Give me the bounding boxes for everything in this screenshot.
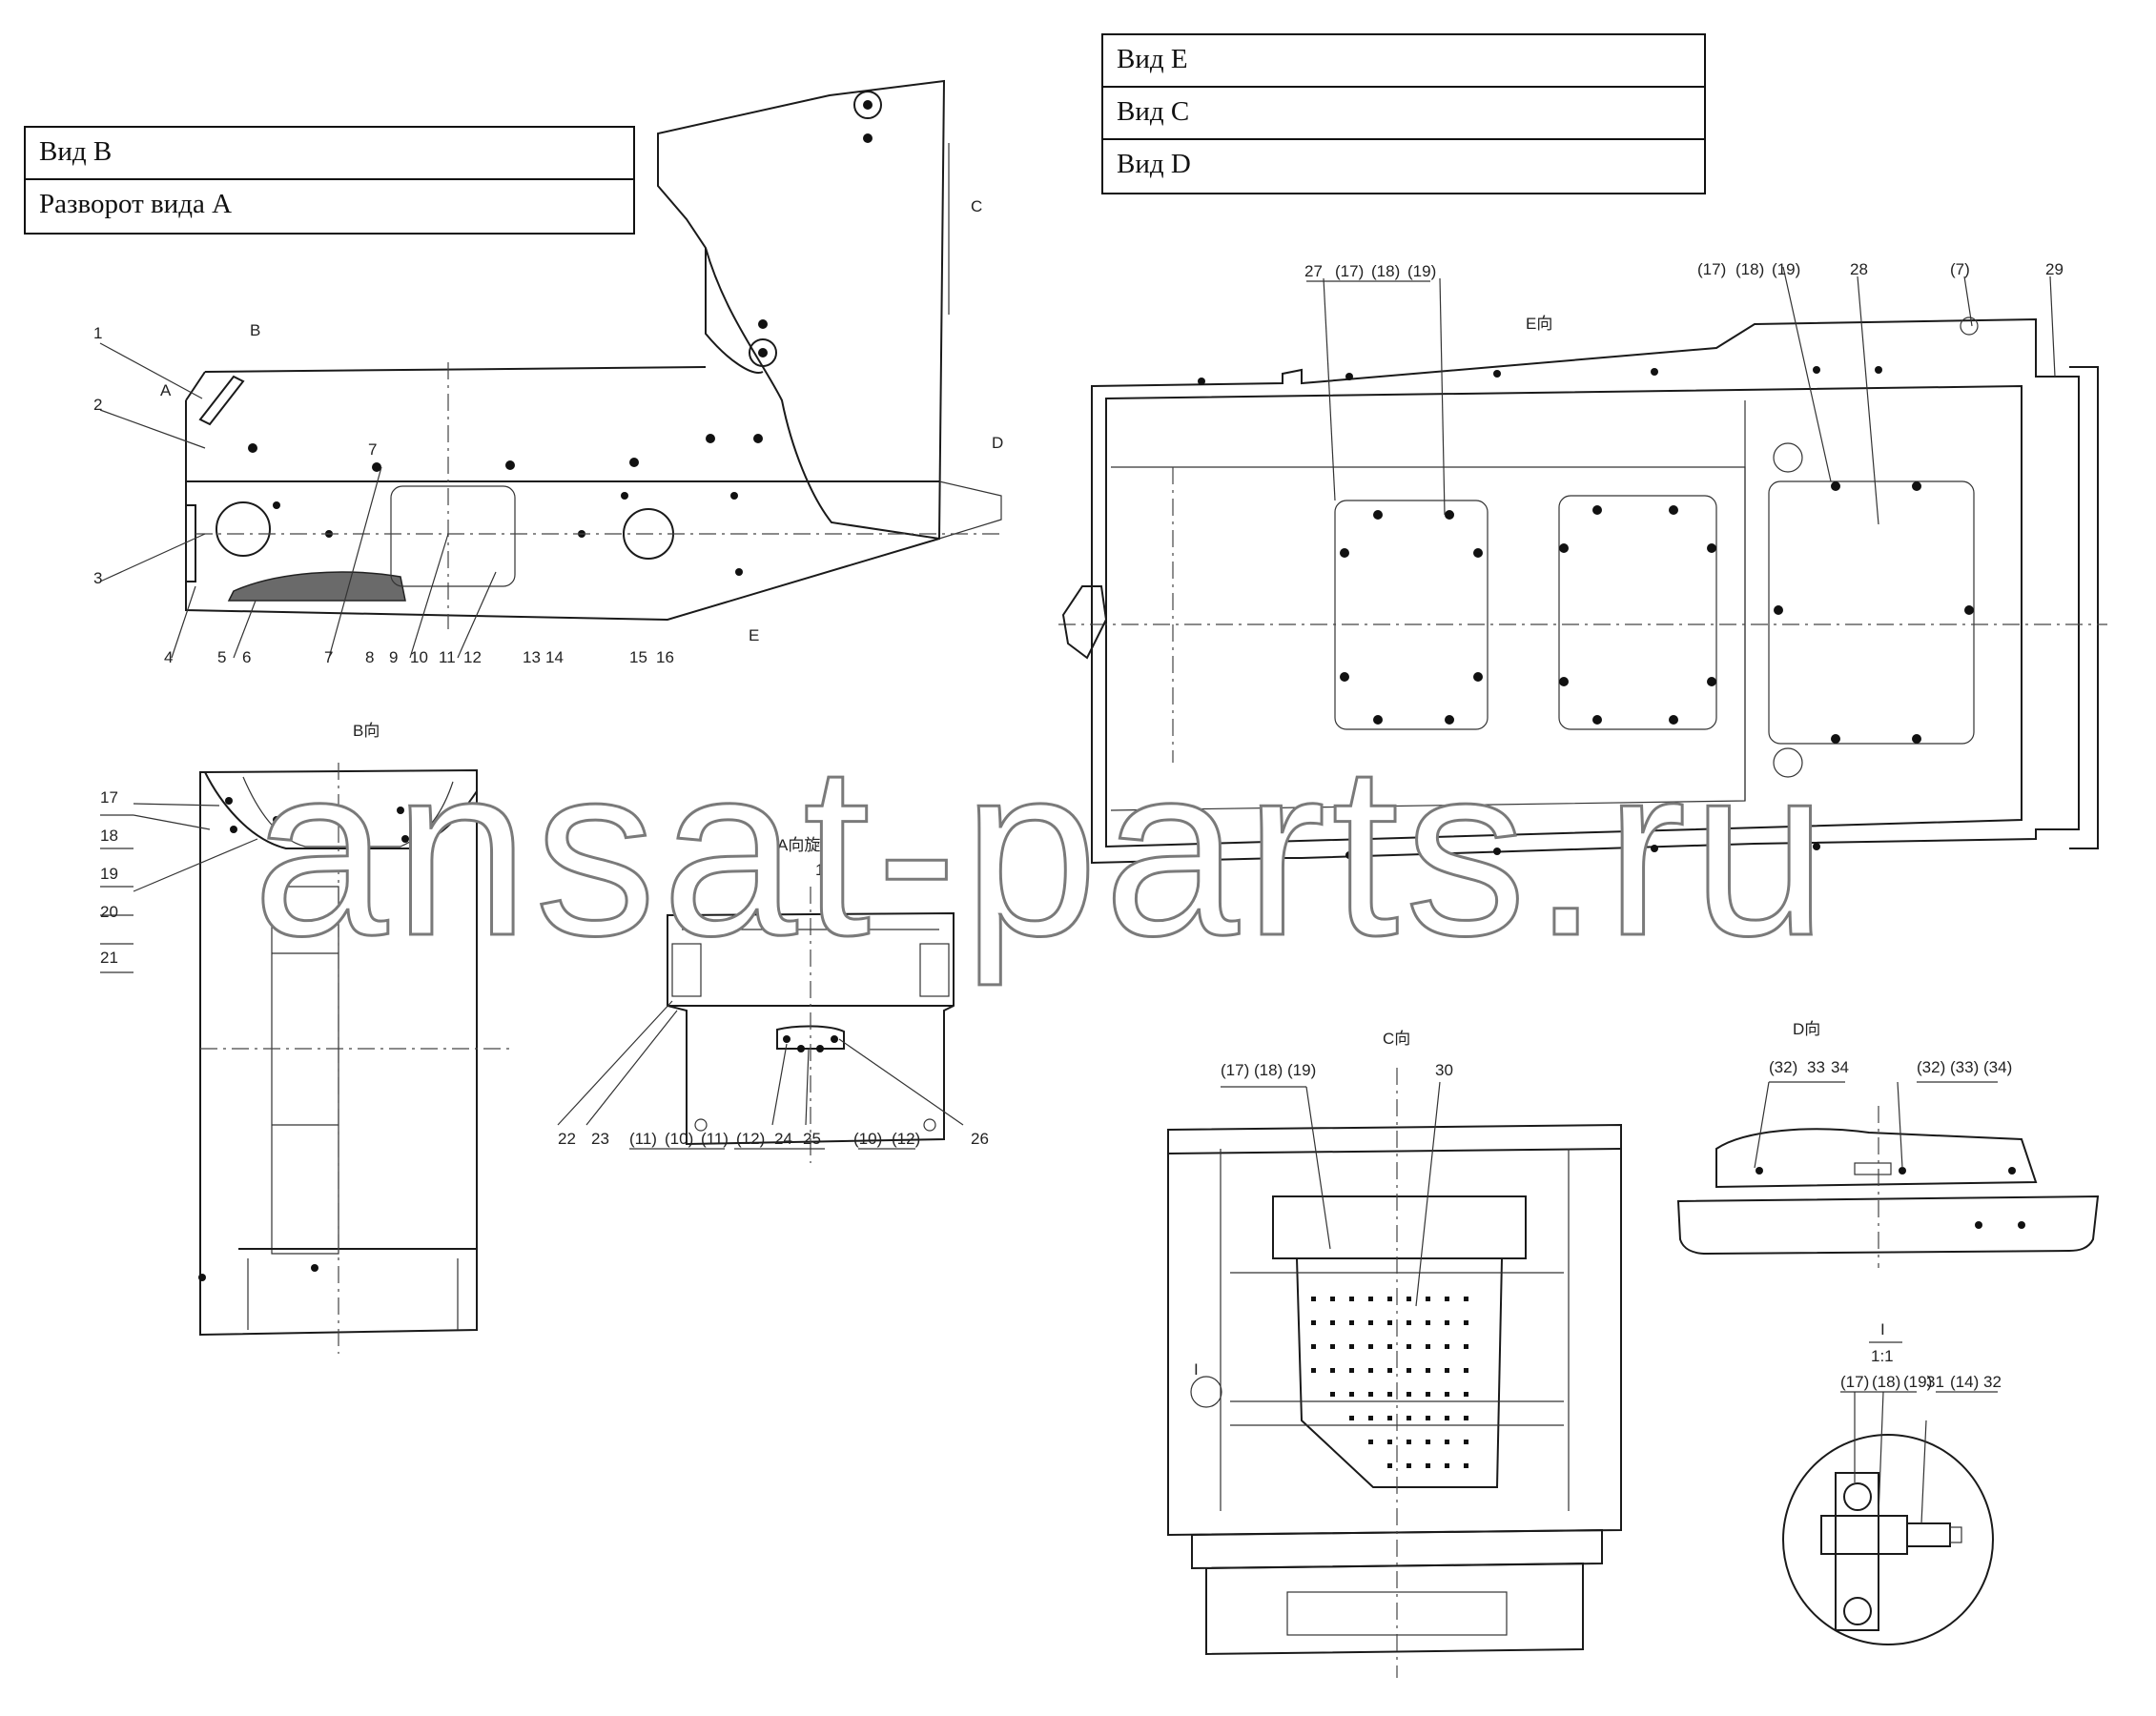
- c-label: (17): [1221, 1061, 1249, 1079]
- side-label: 8: [365, 648, 374, 666]
- side-label: 1: [93, 324, 102, 342]
- section-label: 32: [1983, 1373, 2002, 1391]
- c-label: (19): [1287, 1061, 1316, 1079]
- view-marker-d: D: [992, 434, 1003, 452]
- section-label: (17): [1840, 1373, 1869, 1391]
- e-label: 27: [1304, 262, 1323, 280]
- b-label: 19: [100, 865, 118, 883]
- legend-view-d: Вид D: [1117, 149, 1191, 179]
- a-rotated-view: A向旋转 10: [557, 836, 964, 1163]
- side-label: 5: [217, 648, 226, 666]
- side-view-labels: 1 2 3 4 5 6 7 8 9 10 11 12 13 14 15 16 7…: [93, 197, 1003, 666]
- c-view-perforations: [1311, 1297, 1468, 1468]
- section-label: (14): [1950, 1373, 1979, 1391]
- c-label: 30: [1435, 1061, 1453, 1079]
- side-label: 3: [93, 569, 102, 587]
- c-view-labels: (17) (18) (19) 30: [1221, 1061, 1453, 1079]
- side-label: 9: [389, 648, 398, 666]
- a-label: (10): [853, 1130, 882, 1148]
- section-label: (19): [1903, 1373, 1932, 1391]
- view-marker-e: E: [749, 626, 759, 644]
- view-marker-c: C: [971, 197, 982, 215]
- a-label: 22: [558, 1130, 576, 1148]
- a-label: (10): [665, 1130, 693, 1148]
- c-label: (18): [1254, 1061, 1283, 1079]
- legend-view-b: Вид B: [26, 128, 633, 180]
- view-marker-a: A: [160, 381, 172, 399]
- c-view-title: C向: [1383, 1030, 1410, 1048]
- d-label: 33: [1807, 1058, 1825, 1076]
- d-label: 34: [1831, 1058, 1849, 1076]
- side-label: 11: [439, 648, 456, 666]
- side-label: 2: [93, 396, 102, 414]
- e-view: [1058, 266, 2107, 865]
- b-label: 18: [100, 827, 118, 845]
- side-label: 13: [523, 648, 541, 666]
- e-label: 28: [1850, 260, 1868, 278]
- section-ratio: 1:1: [1871, 1347, 1894, 1365]
- e-label: (19): [1772, 260, 1800, 278]
- e-label: (18): [1371, 262, 1400, 280]
- b-label: 21: [100, 949, 118, 967]
- side-label: 4: [164, 648, 173, 666]
- side-label: 10: [410, 648, 428, 666]
- d-label: (33): [1950, 1058, 1979, 1076]
- e-label: 29: [2045, 260, 2064, 278]
- d-label: (32): [1769, 1058, 1797, 1076]
- legend-right: Вид E Вид C Вид D: [1101, 33, 1706, 194]
- section-label: 31: [1926, 1373, 1944, 1391]
- d-view-title: D向: [1793, 1020, 1820, 1038]
- legend-left: Вид B Разворот вида A: [24, 126, 635, 235]
- a-label: 25: [803, 1130, 821, 1148]
- d-view: D向: [1676, 1020, 2100, 1268]
- side-label: 12: [463, 648, 482, 666]
- e-label: (17): [1335, 262, 1364, 280]
- d-label: (34): [1983, 1058, 2012, 1076]
- e-label: (18): [1735, 260, 1764, 278]
- b-view-title: B向: [353, 722, 380, 740]
- e-view-labels: E向 27 (17) (18) (19) (17) (18) (19) 28 (…: [1304, 260, 2064, 333]
- legend-view-e: Вид E: [1103, 35, 1704, 88]
- a-label: (12): [736, 1130, 765, 1148]
- legend-view-a-rotated: Разворот вида A: [39, 189, 233, 219]
- side-label: 7: [368, 440, 377, 459]
- side-label: 6: [242, 648, 251, 666]
- side-label: 7: [324, 648, 333, 666]
- view-marker-b: B: [250, 321, 260, 339]
- watermark: ansat-parts.ru: [253, 715, 1833, 987]
- side-label: 14: [545, 648, 564, 666]
- a-label: 24: [774, 1130, 792, 1148]
- a-label: 23: [591, 1130, 609, 1148]
- c-view: C向 I: [1167, 1030, 1622, 1678]
- a-label: 26: [971, 1130, 989, 1148]
- section-marker-i: I: [1194, 1360, 1199, 1379]
- side-label: 16: [656, 648, 674, 666]
- a-view-title: A向旋转: [777, 836, 836, 854]
- side-label: 15: [629, 648, 647, 666]
- d-label: (32): [1917, 1058, 1945, 1076]
- section-labels: (17) (18) (19) 31 (14) 32: [1840, 1373, 2002, 1391]
- section-label: (18): [1872, 1373, 1900, 1391]
- legend-view-c: Вид C: [1103, 88, 1704, 140]
- b-view-labels: 17 18 19 20 21: [100, 788, 118, 967]
- a-label: (12): [892, 1130, 920, 1148]
- a-label: (11): [701, 1130, 729, 1148]
- b-view: B向: [100, 722, 515, 1354]
- b-label: 20: [100, 903, 118, 921]
- a-label: 10: [815, 861, 833, 879]
- section-i-view: I 1:1: [1782, 1320, 1998, 1645]
- b-label: 17: [100, 788, 118, 807]
- e-label: (19): [1407, 262, 1436, 280]
- e-label: (7): [1950, 260, 1970, 278]
- side-view: [99, 79, 1002, 659]
- a-label: (11): [629, 1130, 657, 1148]
- e-label: (17): [1697, 260, 1726, 278]
- e-view-title: E向: [1526, 315, 1552, 333]
- a-view-labels: 22 23 (11) (10) (11) (12) 24 25 (10) (12…: [558, 1130, 989, 1148]
- d-view-labels: (32) 33 34 (32) (33) (34): [1769, 1058, 2012, 1076]
- section-number: I: [1880, 1320, 1885, 1338]
